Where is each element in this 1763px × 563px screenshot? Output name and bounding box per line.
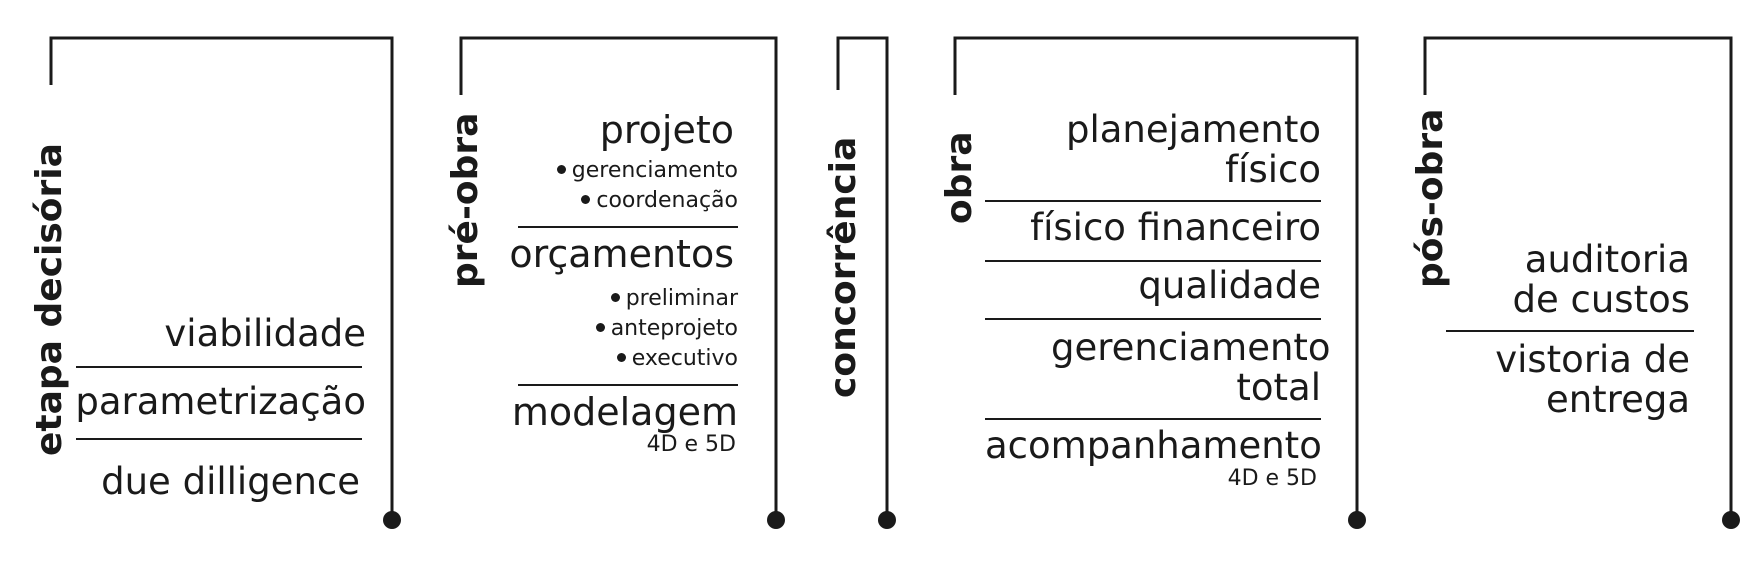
sub-label: preliminar bbox=[625, 286, 738, 311]
sub-coordenacao: coordenação bbox=[508, 186, 738, 216]
sub-executivo: executivo bbox=[508, 344, 738, 374]
preobra-bracket bbox=[459, 36, 778, 518]
phase-label-concorrencia: concorrência bbox=[823, 136, 864, 398]
bullet-icon bbox=[556, 164, 566, 174]
item-projeto: projeto bbox=[599, 108, 734, 152]
divider bbox=[1446, 330, 1694, 332]
bullet-icon bbox=[616, 352, 626, 362]
decisoria-bracket bbox=[49, 36, 394, 518]
bullet-icon bbox=[610, 292, 620, 302]
sub-label: coordenação bbox=[596, 188, 738, 213]
posobra-items: auditoria de custos vistoria de entrega bbox=[1446, 240, 1694, 420]
sub-label: anteprojeto bbox=[610, 316, 738, 341]
obra-end-dot bbox=[1348, 511, 1366, 529]
item-acompanhamento: acompanhamento bbox=[985, 424, 1322, 467]
item-parametrizacao: parametrização bbox=[75, 380, 366, 423]
item-planejamento-fisico: planejamento físico bbox=[1065, 108, 1321, 191]
item-due-dilligence: due dilligence bbox=[101, 460, 360, 503]
sub-gerenciamento: gerenciamento bbox=[508, 156, 738, 186]
divider bbox=[518, 384, 738, 386]
obra-bracket bbox=[953, 36, 1359, 518]
item-viabilidade: viabilidade bbox=[164, 312, 366, 355]
bullet-icon bbox=[581, 194, 591, 204]
item-gerenciamento-total: gerenciamento total bbox=[1051, 326, 1331, 409]
phase-label-posobra: pós-obra bbox=[1410, 108, 1451, 288]
obra-items: planejamento físico físico financeiro qu… bbox=[985, 108, 1331, 492]
note-modelagem: 4D e 5D bbox=[646, 432, 736, 457]
item-orcamentos: orçamentos bbox=[509, 232, 734, 276]
preobra-end-dot bbox=[767, 511, 785, 529]
item-qualidade: qualidade bbox=[1138, 264, 1321, 307]
divider bbox=[985, 318, 1321, 320]
divider bbox=[985, 260, 1321, 262]
bullet-icon bbox=[595, 322, 605, 332]
concorrencia-bracket bbox=[836, 36, 889, 518]
concorrencia-end-dot bbox=[878, 511, 896, 529]
phase-label-decisoria: etapa decisória bbox=[29, 143, 70, 456]
divider bbox=[76, 438, 362, 440]
posobra-end-dot bbox=[1722, 511, 1740, 529]
sub-label: executivo bbox=[631, 346, 738, 371]
item-fisico-financeiro: físico financeiro bbox=[1030, 206, 1321, 249]
sub-anteprojeto: anteprojeto bbox=[508, 314, 738, 344]
preobra-items: projeto gerenciamento coordenação orçame… bbox=[508, 110, 738, 458]
decisoria-end-dot bbox=[383, 511, 401, 529]
posobra-bracket bbox=[1423, 36, 1733, 518]
item-auditoria-de-custos: auditoria de custos bbox=[1512, 238, 1690, 321]
divider bbox=[76, 366, 362, 368]
item-modelagem: modelagem bbox=[511, 390, 738, 434]
note-acompanhamento: 4D e 5D bbox=[1227, 466, 1317, 491]
divider bbox=[518, 226, 738, 228]
phase-label-preobra: pré-obra bbox=[445, 112, 486, 288]
sub-label: gerenciamento bbox=[571, 158, 738, 183]
item-vistoria-de-entrega: vistoria de entrega bbox=[1495, 338, 1690, 421]
phase-label-obra: obra bbox=[939, 131, 980, 224]
sub-preliminar: preliminar bbox=[508, 284, 738, 314]
decisoria-items: viabilidade parametrização due dilligenc… bbox=[74, 314, 366, 502]
divider bbox=[985, 418, 1321, 420]
divider bbox=[985, 200, 1321, 202]
